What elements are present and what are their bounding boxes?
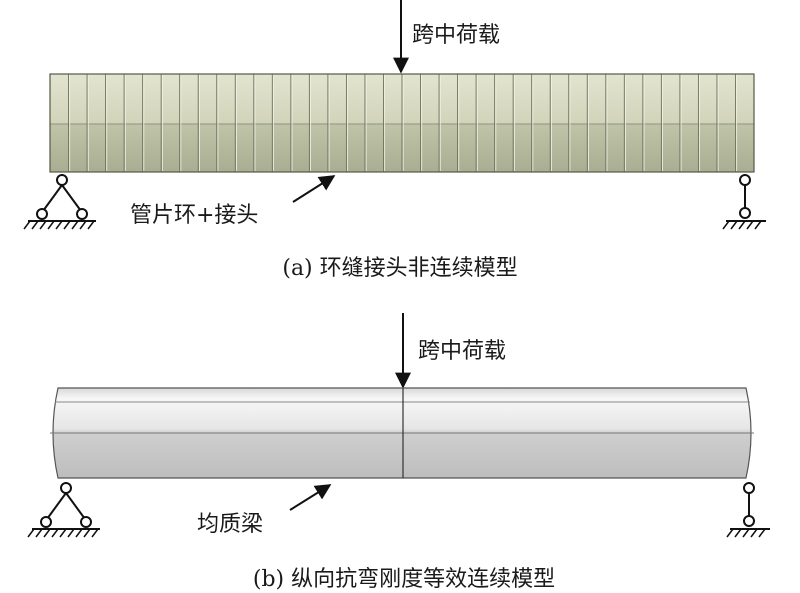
homogeneous-beam [50, 387, 754, 479]
pin-support-left-b [27, 482, 100, 538]
load-label-b: 跨中荷载 [418, 339, 506, 364]
beam-label-b: 均质梁 [197, 512, 263, 537]
roller-support-right-a [722, 174, 766, 230]
panel-b: 跨中荷载 均质梁 (b) 纵向抗弯刚度等效连续模型 [27, 313, 770, 592]
load-label-a: 跨中荷载 [412, 23, 500, 48]
beam-pointer-arrow-b [289, 484, 332, 511]
ring-joint-seams [68, 74, 738, 172]
panel-a: 跨中荷载 管片环+接头 ( [23, 0, 766, 281]
roller-support-right-b [726, 482, 770, 538]
caption-a: (a) 环缝接头非连续模型 [282, 256, 517, 281]
caption-b: (b) 纵向抗弯刚度等效连续模型 [253, 567, 555, 592]
pin-support-left-a [23, 174, 96, 230]
beam-pointer-arrow-a [292, 175, 336, 203]
beam-label-a: 管片环+接头 [130, 203, 258, 228]
segmented-beam [49, 73, 755, 173]
beam-a-outline [49, 73, 755, 173]
